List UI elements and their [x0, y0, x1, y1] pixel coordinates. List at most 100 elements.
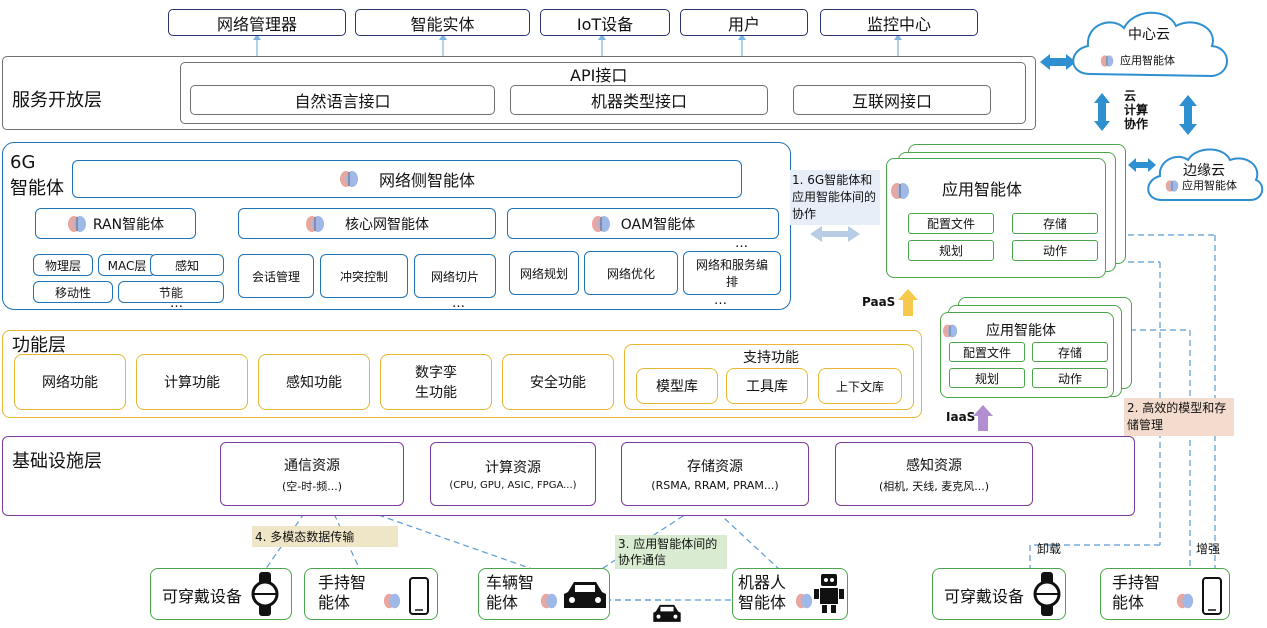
- resource-storage: 存储资源 (RSMA, RRAM, PRAM...): [621, 442, 809, 506]
- top-entity-network-manager: 网络管理器: [168, 9, 346, 36]
- app-bottom-item-config: 配置文件: [949, 342, 1025, 362]
- function-label: 网络功能: [42, 375, 98, 391]
- app-top-item-action: 动作: [1012, 240, 1098, 261]
- function-label: 计算功能: [164, 375, 220, 391]
- entity-label: 网络管理器: [216, 14, 297, 34]
- brain-icon: [67, 214, 87, 234]
- resource-comm: 通信资源 (空-时-频...): [220, 442, 404, 506]
- enhance-label: 增强: [1196, 542, 1221, 556]
- entity-label: 监控中心: [866, 14, 931, 34]
- support-label: 上下文库: [835, 379, 884, 394]
- app-item-label: 规划: [938, 244, 963, 258]
- oam-item-optimization: 网络优化: [584, 251, 678, 295]
- app-top-item-planning: 规划: [908, 240, 994, 261]
- g6-title: 6G 智能体: [10, 150, 64, 202]
- interface-label: 互联网接口: [851, 92, 932, 111]
- entity-label: 用户: [727, 14, 760, 34]
- interface-label: 自然语言接口: [294, 92, 391, 111]
- robot-icon: [814, 574, 844, 613]
- device-robot-label: 机器人智能体: [738, 573, 787, 612]
- support-label: 模型库: [656, 379, 698, 395]
- resource-sub: (CPU, GPU, ASIC, FPGA...): [449, 480, 577, 491]
- function-layer-title: 功能层: [12, 335, 66, 356]
- resource-title: 感知资源: [906, 457, 962, 474]
- core-item-slicing: 网络切片: [414, 254, 496, 298]
- internet-interface: 互联网接口: [793, 85, 991, 115]
- oam-ellipsis: …: [714, 293, 728, 308]
- brain-icon: [942, 323, 958, 339]
- support-context-lib: 上下文库: [818, 368, 902, 404]
- device-wearable-right-label: 可穿戴设备: [944, 587, 1025, 606]
- app-agent-bottom-title: 应用智能体: [942, 320, 1056, 340]
- oam-item-label: 网络和服务编排: [695, 258, 768, 289]
- brain-icon: [795, 593, 813, 609]
- function-sensing: 感知功能: [258, 354, 370, 410]
- oam-ellipsis-top: …: [735, 236, 749, 251]
- function-digital-twin: 数字孪生功能: [380, 354, 492, 410]
- ran-item-label: 节能: [158, 285, 183, 300]
- core-item-session: 会话管理: [238, 254, 314, 298]
- brain-icon: [1165, 179, 1179, 193]
- car-small-icon: [653, 604, 681, 622]
- app-item-label: 配置文件: [926, 217, 975, 231]
- function-label: 数字孪生功能: [415, 365, 457, 401]
- function-compute: 计算功能: [136, 354, 248, 410]
- brain-icon: [339, 169, 359, 189]
- oam-item-label: 网络优化: [606, 266, 655, 281]
- core-network-agent: 核心网智能体: [238, 208, 496, 239]
- brain-icon: [1100, 54, 1114, 68]
- ran-item-label: 物理层: [44, 258, 81, 273]
- ran-item-label: MAC层: [107, 258, 147, 273]
- app-bottom-item-action: 动作: [1032, 368, 1108, 388]
- resource-sub: (RSMA, RRAM, PRAM...): [651, 479, 779, 492]
- brain-icon: [540, 593, 558, 609]
- top-entity-user: 用户: [680, 9, 808, 36]
- top-entity-monitor-center: 监控中心: [820, 9, 978, 36]
- entity-label: IoT设备: [576, 14, 634, 34]
- car-icon: [564, 582, 606, 608]
- edge-cloud-sub: 应用智能体: [1165, 177, 1237, 193]
- resource-title: 通信资源: [284, 457, 340, 474]
- core-item-label: 会话管理: [251, 269, 300, 284]
- note-2: 2. 高效的模型和存储管理: [1124, 398, 1234, 436]
- resource-sub: (相机, 天线, 麦克风...): [878, 479, 990, 493]
- cloud-collab-label: 云 计算 协作: [1124, 89, 1149, 131]
- oam-agent-label: OAM智能体: [620, 216, 696, 233]
- note-3: 3. 应用智能体间的协作通信: [615, 535, 727, 569]
- resource-compute: 计算资源 (CPU, GPU, ASIC, FPGA...): [430, 442, 596, 506]
- ran-item-mac: MAC层: [98, 254, 156, 276]
- oam-item-orchestration: 网络和服务编排: [683, 251, 781, 295]
- brain-icon: [305, 214, 325, 234]
- function-network: 网络功能: [14, 354, 126, 410]
- core-agent-label: 核心网智能体: [345, 216, 429, 233]
- ran-item-label: 移动性: [54, 285, 91, 300]
- function-label: 安全功能: [530, 375, 586, 391]
- app-item-label: 存储: [1042, 217, 1067, 231]
- brain-icon: [890, 181, 910, 201]
- app-item-label: 规划: [974, 371, 999, 386]
- machine-type-interface: 机器类型接口: [510, 85, 768, 115]
- resource-sub: (空-时-频...): [281, 479, 342, 493]
- app-agent-title-label: 应用智能体: [986, 323, 1056, 339]
- app-item-label: 存储: [1057, 345, 1082, 360]
- app-agent-top-title: 应用智能体: [890, 176, 1022, 201]
- core-item-label: 网络切片: [430, 269, 479, 284]
- top-entity-smart-entity: 智能实体: [355, 9, 530, 36]
- oam-agent: OAM智能体: [507, 208, 779, 239]
- app-top-item-storage: 存储: [1012, 213, 1098, 234]
- infra-layer-title: 基础设施层: [12, 451, 102, 472]
- entity-label: 智能实体: [410, 14, 475, 34]
- unload-label: 卸载: [1037, 542, 1062, 556]
- center-cloud-title: 中心云: [1128, 27, 1170, 43]
- support-label: 工具库: [746, 379, 788, 395]
- brain-icon: [1176, 593, 1194, 609]
- g6-title-line2: 智能体: [10, 178, 64, 199]
- phone-icon: [1202, 577, 1222, 615]
- ran-item-mobility: 移动性: [33, 281, 113, 303]
- api-label: API接口: [570, 66, 628, 85]
- core-item-label: 冲突控制: [339, 269, 388, 284]
- brain-icon: [383, 593, 401, 609]
- brain-icon: [591, 214, 611, 234]
- function-security: 安全功能: [502, 354, 614, 410]
- app-bottom-item-storage: 存储: [1032, 342, 1108, 362]
